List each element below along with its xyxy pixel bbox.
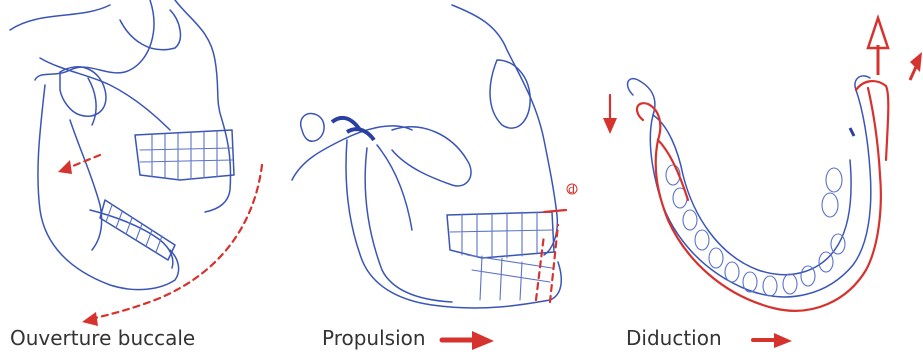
arrow-head-icon — [58, 160, 72, 174]
propulsion-arrow-icon — [472, 331, 494, 350]
caption-propulsion: Propulsion — [322, 326, 426, 350]
mouth-opening-illustration — [0, 0, 300, 356]
panel-mouth-opening: Ouverture buccale — [0, 0, 300, 356]
diduction-arrow-icon — [774, 333, 792, 348]
up-arrow-icon — [868, 18, 888, 48]
caption-mouth-opening: Ouverture buccale — [10, 326, 195, 350]
panel-diduction: Diduction — [598, 0, 923, 356]
caption-diduction: Diduction — [626, 326, 722, 350]
arrow-head-icon — [82, 312, 98, 326]
down-arrow-icon — [603, 118, 617, 134]
panel-propulsion: d Propulsion — [282, 0, 602, 356]
diduction-illustration — [598, 0, 923, 356]
propulsion-illustration: d — [282, 0, 602, 356]
